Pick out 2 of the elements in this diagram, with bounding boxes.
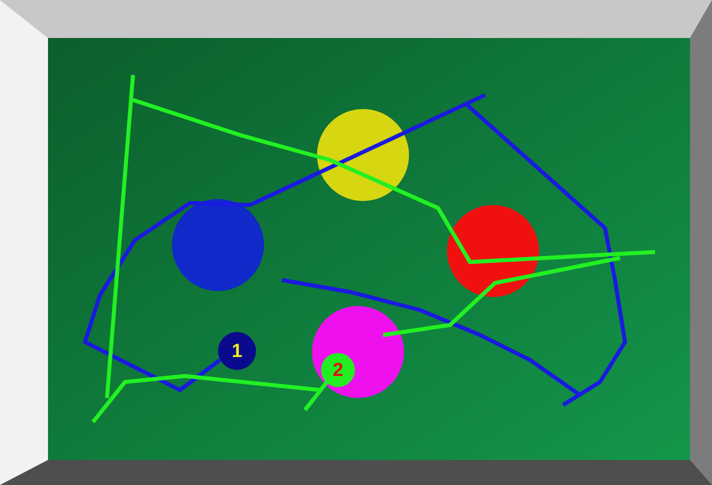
marker-number: 1 xyxy=(232,342,242,360)
marker-number: 2 xyxy=(332,360,344,380)
